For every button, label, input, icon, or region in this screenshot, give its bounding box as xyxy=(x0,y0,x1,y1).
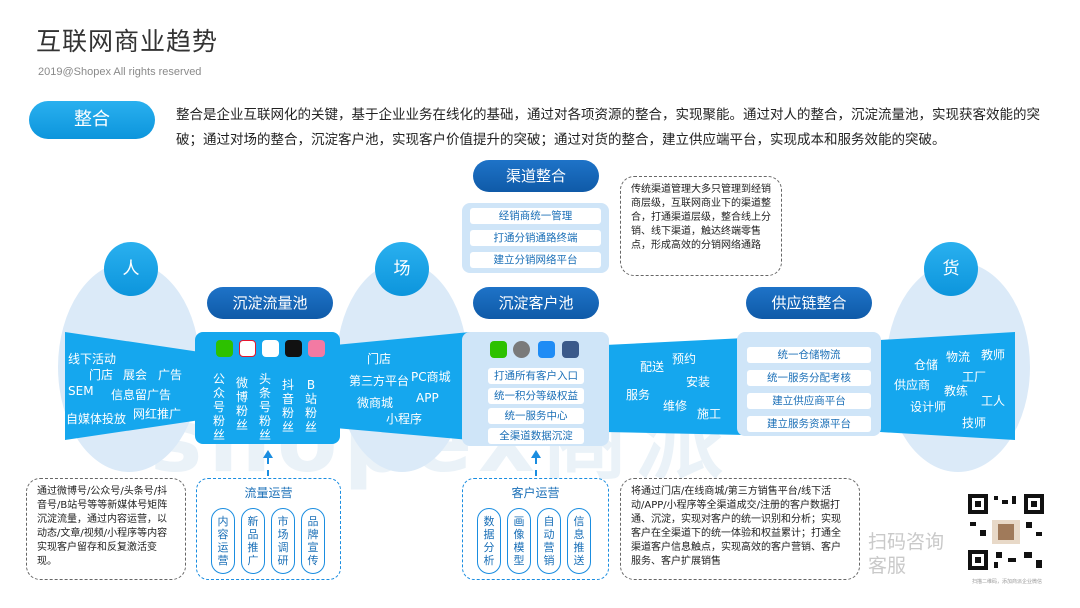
ren-word: 广告 xyxy=(158,368,183,382)
ren-word: SEM xyxy=(68,384,94,398)
supply-bar: 建立服务资源平台 xyxy=(747,416,871,432)
customer-ops-title: 客户运营 xyxy=(511,486,560,500)
chang-word: 小程序 xyxy=(386,412,423,426)
service-word: 预约 xyxy=(672,352,697,366)
supply-bar: 建立供应商平台 xyxy=(747,393,871,409)
channel-bar: 打通分销通路终端 xyxy=(470,230,601,246)
traffic-note: 通过微博号/公众号/头条号/抖音号/B站号等等新媒体号矩阵沉淀流量，通过内容运营… xyxy=(26,478,186,580)
qr-caption: 扫码咨询客服 xyxy=(868,531,945,577)
supply-bar: 统一仓储物流 xyxy=(747,347,871,363)
channel-bar: 经销商统一管理 xyxy=(470,208,601,224)
huo-word: 供应商 xyxy=(894,378,931,392)
huo-word: 工厂 xyxy=(962,370,987,384)
customer-pool-title: 沉淀客户池 xyxy=(473,287,599,319)
service-word: 施工 xyxy=(697,407,722,421)
service-word: 安装 xyxy=(686,375,711,389)
node-ren: 人 xyxy=(104,242,158,296)
qq-icon xyxy=(262,340,279,357)
copyright-text: 2019@Shopex All rights reserved xyxy=(38,66,202,78)
traffic-ops-item: 新品推广 xyxy=(241,508,265,574)
customer-arrow xyxy=(535,458,537,476)
traffic-ops-title: 流量运营 xyxy=(244,486,293,500)
traffic-ops-item: 内容运营 xyxy=(211,508,235,574)
huo-word: 工人 xyxy=(981,394,1006,408)
customer-ops-item: 画像模型 xyxy=(507,508,531,574)
chang-word: APP xyxy=(416,391,439,405)
huo-word: 物流 xyxy=(946,350,971,364)
bilibili-icon xyxy=(308,340,325,357)
wechat-icon xyxy=(490,341,507,358)
channel-note: 传统渠道管理大多只管理到经销商层级，互联网商业下的渠道整合，打通渠道层级，整合线… xyxy=(620,176,782,276)
ren-word: 门店 xyxy=(89,368,114,382)
ren-word: 网红推广 xyxy=(133,407,182,421)
traffic-pool-title: 沉淀流量池 xyxy=(207,287,333,319)
customer-bar: 全渠道数据沉淀 xyxy=(488,428,584,444)
service-word: 维修 xyxy=(663,399,688,413)
traffic-arrow xyxy=(267,458,269,476)
customer-note: 将通过门店/在线商城/第三方销售平台/线下活动/APP/小程序等全渠道成交/注册… xyxy=(620,478,860,580)
ren-word: 展会 xyxy=(123,368,148,382)
chang-word: 第三方平台 xyxy=(349,374,410,388)
huo-word: 教师 xyxy=(981,348,1006,362)
chang-word: 门店 xyxy=(367,352,392,366)
customer-ops-item: 信息推送 xyxy=(567,508,591,574)
ren-word: 自媒体投放 xyxy=(66,412,127,426)
huo-word: 技师 xyxy=(962,416,987,430)
customer-ops-item: 自动营销 xyxy=(537,508,561,574)
mail-icon xyxy=(562,341,579,358)
douyin-icon xyxy=(285,340,302,357)
customer-bar: 统一服务中心 xyxy=(488,408,584,424)
huo-word: 设计师 xyxy=(910,400,947,414)
huo-word: 仓储 xyxy=(914,358,939,372)
traffic-arrow-head xyxy=(263,450,273,458)
traffic-column: 微博粉丝 xyxy=(235,376,248,432)
customer-ops-item: 数据分析 xyxy=(477,508,501,574)
supply-chain-title: 供应链整合 xyxy=(746,287,872,319)
intro-text: 整合是企业互联网化的关键，基于企业业务在线化的基础，通过对各项资源的整合，实现聚… xyxy=(176,107,1040,148)
wechat-icon xyxy=(216,340,233,357)
customer-bar: 打通所有客户入口 xyxy=(488,368,584,384)
traffic-column: 抖音粉丝 xyxy=(281,378,294,434)
chang-word: PC商城 xyxy=(411,370,451,384)
traffic-column: 头条号粉丝 xyxy=(258,372,271,442)
weibo-icon xyxy=(239,340,256,357)
channel-bar: 建立分销网络平台 xyxy=(470,252,601,268)
node-chang: 场 xyxy=(375,242,429,296)
huo-word: 教练 xyxy=(944,384,969,398)
channel-title: 渠道整合 xyxy=(473,160,599,192)
ren-word: 线下活动 xyxy=(68,352,117,366)
page-title: 互联网商业趋势 xyxy=(36,27,219,56)
intro-badge: 整合 xyxy=(29,101,155,139)
supply-bar: 统一服务分配考核 xyxy=(747,370,871,386)
chang-word: 微商城 xyxy=(357,396,394,410)
traffic-column: 公众号粉丝 xyxy=(212,372,225,442)
node-huo: 货 xyxy=(924,242,978,296)
service-word: 配送 xyxy=(640,360,665,374)
qr-tiny-caption: 扫描二维码，添加商派企业微信 xyxy=(971,579,1042,585)
traffic-column: B站粉丝 xyxy=(304,378,317,434)
qr-code-image xyxy=(966,492,1046,572)
ren-word: 信息留广告 xyxy=(111,388,172,402)
traffic-ops-item: 品牌宣传 xyxy=(301,508,325,574)
customer-arrow-head xyxy=(531,450,541,458)
customer-bar: 统一积分等级权益 xyxy=(488,388,584,404)
service-word: 服务 xyxy=(626,388,651,402)
appstore-icon xyxy=(538,341,555,358)
traffic-ops-item: 市场调研 xyxy=(271,508,295,574)
settings-icon xyxy=(513,341,530,358)
